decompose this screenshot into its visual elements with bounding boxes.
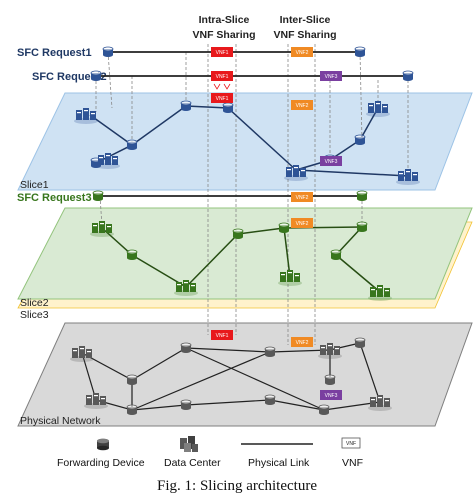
vnf2-slice1 [291,100,313,110]
vnf2-physical [291,337,313,347]
forwarding-devices [90,46,414,415]
request-endpoint-node [92,190,104,201]
vnf3-physical-label: VNF3 [325,393,338,399]
request-endpoint-node [402,70,414,81]
vnf2-physical-label: VNF2 [296,340,309,346]
inter-slice-title-line1: Inter-Slice [280,14,331,26]
vnf-boxes: VNF1 VNF2 VNF1 VNF3 VNF1 VNF2 VNF3 VNF2 … [211,47,342,400]
slice1-data-center [284,165,308,181]
physical-data-center [318,343,342,359]
legend-vnf-box [341,437,361,449]
vnf1-request2-label: VNF1 [216,74,229,80]
vnf3-slice1 [320,156,342,166]
physical-forwarding-device [180,342,192,353]
request-endpoint-node [354,46,366,57]
slice1-data-center [396,169,420,185]
request-endpoint-node [90,70,102,81]
slice1-data-center [366,101,390,117]
legend-physical-link-label: Physical Link [248,457,310,469]
vnf1-slice1-label: VNF1 [216,96,229,102]
vnf1-request1 [211,47,233,57]
physical-forwarding-device [354,337,366,348]
legend-vnf-label: VNF [342,457,363,469]
physical-data-center [70,346,94,362]
legend-data-center-label: Data Center [164,457,221,469]
vnf2-request3 [291,192,313,202]
vnf1-slice1 [211,93,233,103]
legend-forwarding-device-icon [97,438,109,451]
legend-vnf-box-label: VNF [346,441,356,447]
slice1-data-center [74,108,98,124]
slice1-forwarding-device [180,100,192,111]
vnf3-slice1-label: VNF3 [325,159,338,165]
vnf3-request2-label: VNF3 [325,74,338,80]
vnf1-arrows [213,83,231,90]
vnf1-request2 [211,71,233,81]
slice1-data-center [96,153,120,169]
figure-caption: Fig. 1: Slicing architecture [157,478,317,493]
legend: Forwarding Device Data Center Physical L… [57,436,363,469]
slice2-data-center [278,270,302,286]
vnf3-request2 [320,71,342,81]
physical-data-center [84,393,108,409]
slice1-forwarding-device [354,134,366,145]
slice1-forwarding-device [222,102,234,113]
slice2-plane [17,207,473,300]
sfc-request3-label: SFC Request3 [17,192,92,204]
vnf2-slice1-label: VNF2 [296,103,309,109]
request-endpoint-node [102,46,114,57]
vnf1-physical [211,330,233,340]
request-endpoint-node [356,190,368,201]
request-lines [96,51,408,197]
physical-network-label: Physical Network [20,415,101,427]
physical-data-center [368,395,392,411]
vnf2-request1-label: VNF2 [296,50,309,56]
vnf1-request1-label: VNF1 [216,50,229,56]
slice2-forwarding-device [126,249,138,260]
vnf2-request1 [291,47,313,57]
vnf2-slice2 [291,218,313,228]
sfc-request2-label: SFC Request2 [32,71,107,83]
vnf2-slice2-label: VNF2 [296,221,309,227]
slice2-data-center [368,285,392,301]
legend-data-center-icon [180,436,198,452]
physical-forwarding-device [264,394,276,405]
slice1-plane [17,92,473,191]
slice1-forwarding-device [126,139,138,150]
slice2-forwarding-device [330,249,342,260]
physical-forwarding-device [318,404,330,415]
data-centers [70,101,420,411]
physical-forwarding-device [126,374,138,385]
intra-slice-title-line2: VNF Sharing [192,29,255,41]
slice2-data-center [174,280,198,296]
slice1-label: Slice1 [20,179,49,191]
physical-forwarding-device [180,399,192,410]
slice2-data-center [90,221,114,237]
vnf2-request3-label: VNF2 [296,195,309,201]
slice2-forwarding-device [356,221,368,232]
vnf3-physical [320,390,342,400]
intra-slice-title-line1: Intra-Slice [199,14,250,26]
sfc-request1-label: SFC Request1 [17,47,92,59]
physical-forwarding-device [126,404,138,415]
slice2-forwarding-device [232,228,244,239]
slice3-label: Slice3 [20,309,49,321]
physical-forwarding-device [324,374,336,385]
vnf1-physical-label: VNF1 [216,333,229,339]
physical-forwarding-device [264,346,276,357]
legend-forwarding-device-label: Forwarding Device [57,457,145,469]
inter-slice-title-line2: VNF Sharing [273,29,336,41]
slice2-label: Slice2 [20,297,49,309]
slice2-forwarding-device [278,222,290,233]
slice2-links [101,226,381,293]
